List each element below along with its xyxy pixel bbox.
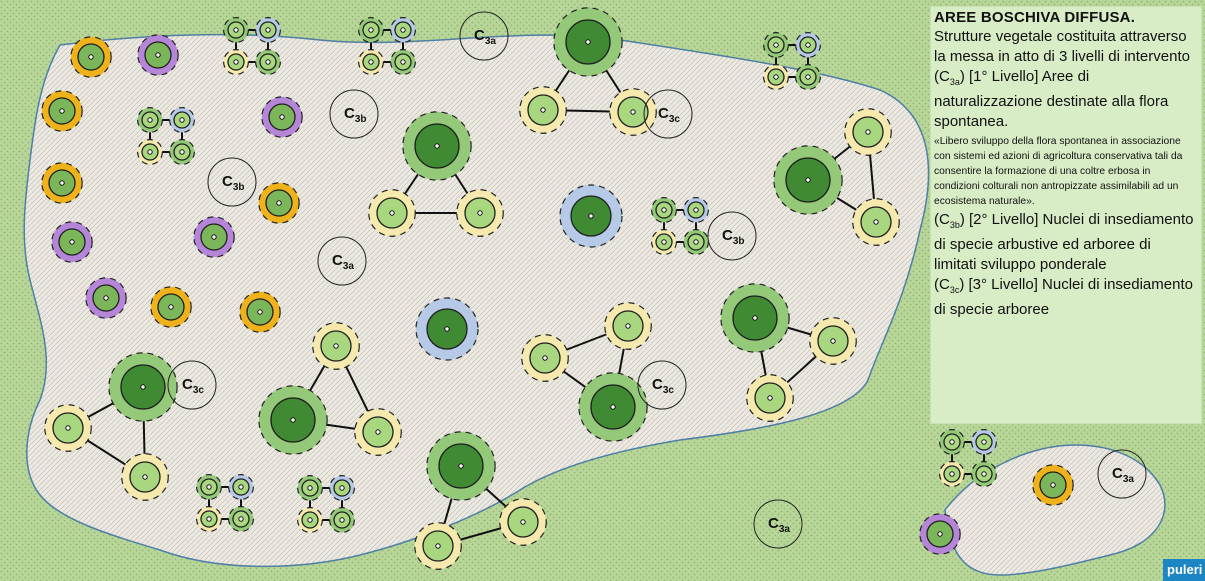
tree-small <box>844 108 892 156</box>
shrub-orange <box>150 286 192 328</box>
legend: AREE BOSCHIVA DIFFUSA. Strutture vegetal… <box>934 8 1196 320</box>
shrub <box>196 474 223 501</box>
shrub <box>970 461 997 488</box>
tree-small <box>456 189 504 237</box>
shrub <box>137 106 164 133</box>
tree-large <box>553 7 623 77</box>
shrub <box>938 461 965 488</box>
shrub-purple <box>261 96 303 138</box>
shrub <box>329 507 356 534</box>
shrub <box>762 63 789 90</box>
small-clearing <box>944 444 1166 576</box>
shrub <box>137 139 164 166</box>
tree-small <box>519 86 567 134</box>
legend-c3b: (C3b) [2° Livello] Nuclei di insediament… <box>934 211 1194 273</box>
shrub-orange <box>239 291 281 333</box>
tree-large <box>578 372 648 442</box>
shrub <box>255 48 282 75</box>
shrub <box>794 31 821 58</box>
tree-small <box>354 408 402 456</box>
tree-large <box>720 283 790 353</box>
shrub <box>762 31 789 58</box>
shrub-purple <box>193 216 235 258</box>
shrub <box>390 48 417 75</box>
shrub <box>682 197 709 224</box>
shrub <box>196 506 223 533</box>
shrub-orange <box>41 162 83 204</box>
shrub <box>682 229 709 256</box>
shrub <box>390 17 417 43</box>
shrub <box>297 507 324 534</box>
legend-intro: Strutture vegetale costituita attraverso… <box>934 28 1190 65</box>
shrub <box>650 229 677 256</box>
shrub <box>223 17 250 43</box>
shrub <box>970 429 997 456</box>
shrub-purple <box>85 277 127 319</box>
tree-small <box>44 404 92 452</box>
planting-groves <box>41 7 1074 570</box>
legend-title: AREE BOSCHIVA DIFFUSA. <box>934 9 1136 26</box>
shrub <box>358 17 385 43</box>
shrub <box>255 17 282 43</box>
tree-small <box>852 198 900 246</box>
tree-large <box>773 145 843 215</box>
shrub <box>223 48 250 75</box>
tree-small <box>809 317 857 365</box>
shrub-orange <box>41 90 83 132</box>
shrub <box>938 429 965 456</box>
shrub <box>297 475 324 502</box>
tree-specimen <box>559 184 623 248</box>
tree-small <box>609 88 657 136</box>
tree-small <box>604 302 652 350</box>
tree-small <box>746 374 794 422</box>
tree-large <box>426 431 496 501</box>
shrub <box>228 506 255 533</box>
tree-small <box>312 322 360 370</box>
shrub-orange <box>258 182 300 224</box>
shrub <box>169 106 196 133</box>
shrub <box>358 48 385 75</box>
brand-logo: puleri <box>1163 559 1205 581</box>
tree-small <box>121 453 169 501</box>
legend-panel <box>929 5 1203 425</box>
tree-specimen <box>415 297 479 361</box>
tree-small <box>499 498 547 546</box>
shrub-purple <box>51 221 93 263</box>
tree-small <box>521 334 569 382</box>
tree-large <box>402 111 472 181</box>
legend-c3c: (C3c) [3° Livello] Nuclei di insediament… <box>934 276 1193 318</box>
shrub-purple <box>137 34 179 76</box>
shrub <box>169 139 196 166</box>
legend-quote: «Libero sviluppo della flora spontanea i… <box>934 136 1183 207</box>
shrub-orange <box>70 36 112 78</box>
tree-small <box>414 522 462 570</box>
shrub-purple <box>919 513 961 555</box>
legend-c3a: (C3a) [1° Livello] Aree di naturalizzazi… <box>934 68 1169 130</box>
tree-small <box>368 189 416 237</box>
tree-large <box>258 385 328 455</box>
shrub <box>650 197 677 224</box>
shrub-orange <box>1032 464 1074 506</box>
shrub <box>228 474 255 501</box>
shrub <box>329 475 356 502</box>
tree-large <box>108 352 178 422</box>
shrub <box>794 63 821 90</box>
